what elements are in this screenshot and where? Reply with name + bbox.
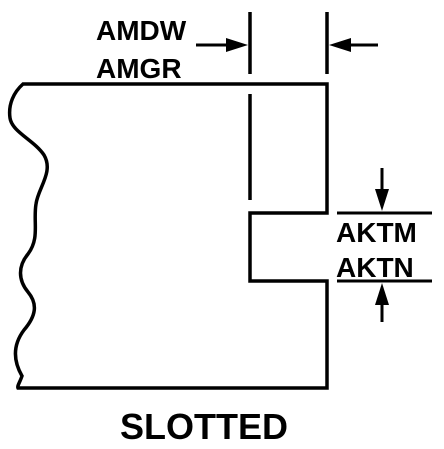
width-dim-label-top: AMDW [96,15,187,46]
slot-dim-bottom-arrowhead [375,283,389,305]
slot-dim-label-bottom: AKTN [336,252,414,283]
width-dim-label-bottom: AMGR [96,53,182,84]
slot-dim-top-arrowhead [375,189,389,211]
slot-dim-label-top: AKTM [336,217,417,248]
width-dim-left-arrowhead [226,38,248,52]
part-outline [7,82,329,390]
diagram-caption: SLOTTED [120,406,288,447]
width-dim-right-arrowhead [329,38,351,52]
